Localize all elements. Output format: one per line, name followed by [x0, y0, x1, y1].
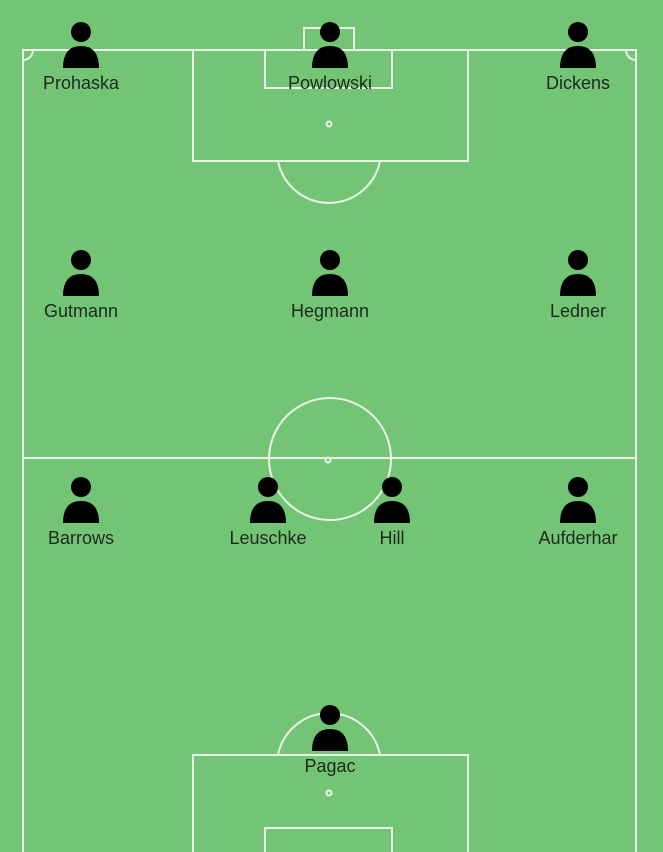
player-barrows[interactable]: Barrows — [21, 477, 141, 548]
corner-arc-top-left — [22, 49, 34, 61]
player-name: Dickens — [545, 73, 611, 93]
player-name: Ledner — [549, 301, 607, 321]
player-aufderhar[interactable]: Aufderhar — [518, 477, 638, 548]
person-icon — [63, 250, 99, 296]
top-penalty-arc — [277, 160, 381, 204]
player-name: Hill — [379, 528, 405, 548]
corner-arc-top-right — [625, 49, 637, 61]
player-dickens[interactable]: Dickens — [518, 22, 638, 93]
person-icon — [250, 477, 286, 523]
player-name: Gutmann — [43, 301, 119, 321]
player-name: Pagac — [304, 756, 356, 776]
center-circle — [268, 397, 392, 521]
player-name: Prohaska — [42, 73, 120, 93]
bottom-penalty-area — [192, 754, 469, 852]
player-pagac[interactable]: Pagac — [270, 705, 390, 776]
person-icon — [312, 22, 348, 68]
player-name: Aufderhar — [538, 528, 618, 548]
top-penalty-spot — [325, 120, 333, 128]
bottom-penalty-spot — [325, 789, 333, 797]
person-icon — [63, 22, 99, 68]
person-icon — [560, 250, 596, 296]
player-hill[interactable]: Hill — [332, 477, 452, 548]
player-prohaska[interactable]: Prohaska — [21, 22, 141, 93]
player-gutmann[interactable]: Gutmann — [21, 250, 141, 321]
center-spot — [324, 456, 332, 464]
player-name: Barrows — [47, 528, 114, 548]
player-hegmann[interactable]: Hegmann — [270, 250, 390, 321]
player-ledner[interactable]: Ledner — [518, 250, 638, 321]
person-icon — [374, 477, 410, 523]
person-icon — [312, 705, 348, 751]
person-icon — [560, 22, 596, 68]
person-icon — [560, 477, 596, 523]
player-leuschke[interactable]: Leuschke — [208, 477, 328, 548]
player-name: Leuschke — [229, 528, 307, 548]
player-powlowski[interactable]: Powlowski — [270, 22, 390, 93]
bottom-goal-area — [264, 827, 393, 852]
player-name: Powlowski — [287, 73, 373, 93]
person-icon — [312, 250, 348, 296]
person-icon — [63, 477, 99, 523]
player-name: Hegmann — [290, 301, 370, 321]
